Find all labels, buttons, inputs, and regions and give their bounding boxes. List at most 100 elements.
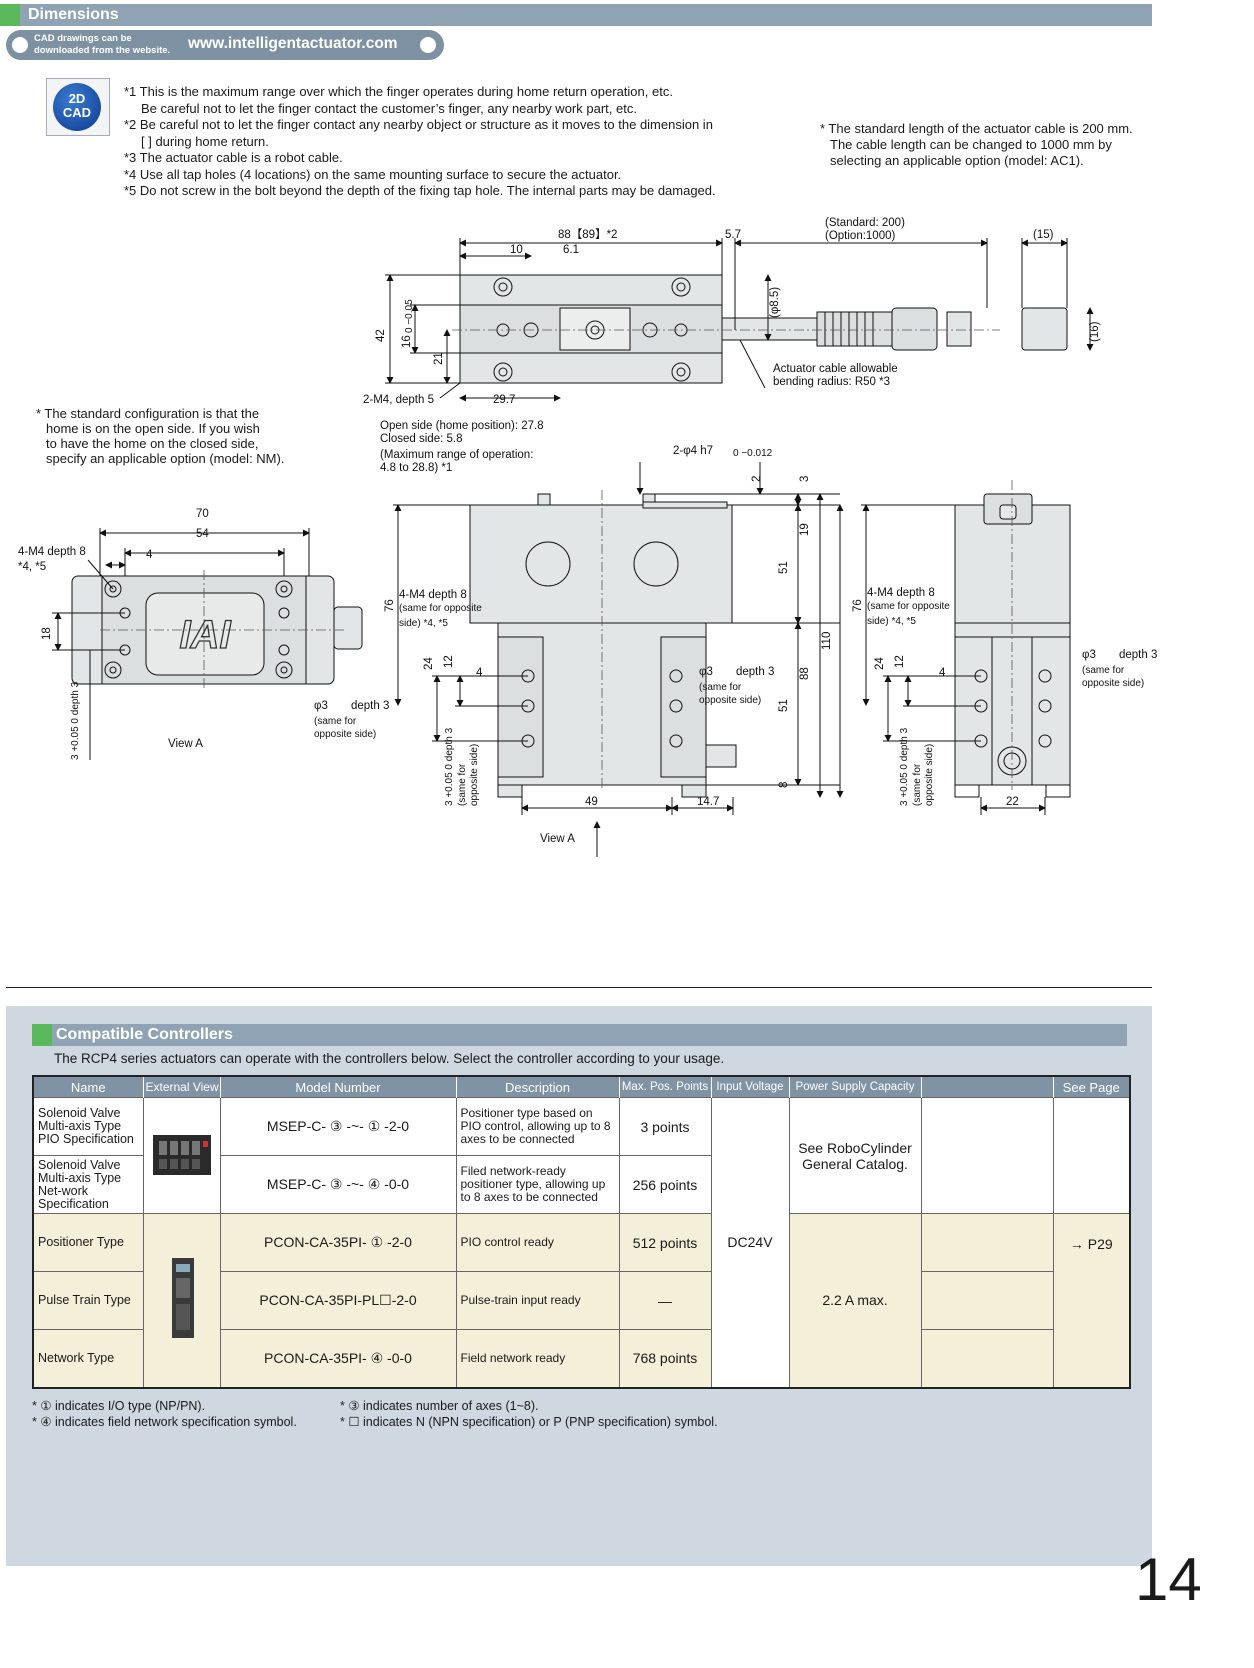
pcon-empty-cell xyxy=(920,1271,1054,1330)
right-hole-3: opposite side) xyxy=(1082,678,1144,689)
tap-2-m4: 2-M4, depth 5 xyxy=(363,394,434,406)
pcon-empty-cell xyxy=(920,1329,1054,1388)
table-row: Pulse Train Type PCON-CA-35PI-PL☐-2-0 Pu… xyxy=(32,1271,1130,1330)
dim-16: 16 xyxy=(401,335,413,348)
open-side: Open side (home position): 27.8 xyxy=(380,420,544,432)
controller-name: Network Type xyxy=(32,1329,144,1388)
right-vdepth: 3 +0.05 0 depth 3 xyxy=(899,727,910,806)
col-max-points: Max. Pos. Points xyxy=(619,1076,712,1098)
pcon-see-page-link[interactable]: → P29 xyxy=(1052,1213,1131,1388)
dim-8: 8 xyxy=(778,782,790,788)
controller-description: Filed network-ready positioner type, all… xyxy=(455,1155,620,1214)
max-points: 512 points xyxy=(618,1213,712,1272)
website-link[interactable]: www.intelligentactuator.com xyxy=(188,35,398,52)
col-model-number: Model Number xyxy=(220,1076,457,1098)
dim-12-right: 12 xyxy=(894,655,906,668)
page-number: 14 xyxy=(1135,1546,1202,1613)
dim-29-7: 29.7 xyxy=(493,394,515,406)
left-hole-2: (same for xyxy=(314,716,357,727)
dim-phi8-5: (φ8.5) xyxy=(769,287,781,318)
model-number: PCON-CA-35PI-PL☐-2-0 xyxy=(219,1271,457,1330)
right-tap-2: (same for opposite xyxy=(867,601,950,612)
front-hole-1: φ3 xyxy=(699,666,713,678)
msep-see-page xyxy=(1052,1097,1131,1214)
front-hole-depth: depth 3 xyxy=(736,666,774,678)
col-see-page: See Page xyxy=(1053,1076,1131,1098)
home-config-note: * The standard configuration is that the… xyxy=(36,406,285,466)
dimensions-title: Dimensions xyxy=(28,6,119,23)
msep-power-supply: See RoboCylinder General Catalog. xyxy=(788,1097,922,1214)
dim-70: 70 xyxy=(196,508,209,520)
front-vsame-1: (same for xyxy=(457,763,468,806)
msep-image xyxy=(142,1097,221,1214)
bullet-icon xyxy=(420,37,436,53)
controller-description: Field network ready xyxy=(455,1329,620,1388)
table-row: Solenoid Valve Multi-axis Type PIO Speci… xyxy=(32,1097,1131,1388)
front-vsame-2: opposite side) xyxy=(469,744,480,806)
max-points: 3 points xyxy=(618,1097,712,1156)
right-vsame-1: (same for xyxy=(912,763,923,806)
controller-description: Pulse-train input ready xyxy=(455,1271,620,1330)
msep-controller-icon xyxy=(152,1135,211,1175)
dim-16-tolerance: 0 −0.05 xyxy=(404,299,415,333)
dim-3: 3 xyxy=(799,476,811,482)
col-input-voltage: Input Voltage xyxy=(711,1076,790,1098)
dim-15: (15) xyxy=(1033,229,1054,241)
col-description: Description xyxy=(456,1076,620,1098)
table-row: Solenoid Valve Multi-axis Type Net-work … xyxy=(32,1155,1130,1214)
dim-4-left: 4 xyxy=(146,549,153,561)
controllers-description: The RCP4 series actuators can operate wi… xyxy=(54,1051,725,1066)
right-hole-2: (same for xyxy=(1082,665,1125,676)
front-hole-3: opposite side) xyxy=(699,695,761,706)
col-power-supply: Power Supply Capacity xyxy=(789,1076,922,1098)
range-1: (Maximum range of operation: xyxy=(380,449,533,461)
dim-5-7: 5.7 xyxy=(725,229,741,241)
closed-side: Closed side: 5.8 xyxy=(380,433,462,445)
footnotes-right: * ③ indicates number of axes (1~8). * ☐ … xyxy=(340,1399,718,1429)
right-hole-depth: depth 3 xyxy=(1119,649,1157,661)
dim-16-cable: (16) xyxy=(1089,321,1101,342)
right-tap-3: side) *4, *5 xyxy=(867,616,916,627)
dim-21: 21 xyxy=(433,352,445,365)
front-tap-1: 4-M4 depth 8 xyxy=(399,589,467,601)
dim-42: 42 xyxy=(375,329,387,342)
controller-name: Solenoid Valve Multi-axis Type PIO Speci… xyxy=(32,1097,144,1156)
dim-4-right: 4 xyxy=(939,667,946,679)
pcon-image xyxy=(142,1213,221,1388)
left-hole-depth: depth 3 xyxy=(351,700,389,712)
iai-logo: IAI xyxy=(179,613,231,657)
pin-tolerance: 0 −0.012 xyxy=(733,448,773,459)
dim-51-upper: 51 xyxy=(778,561,790,574)
section-divider xyxy=(6,987,1152,988)
pcon-empty-cell xyxy=(920,1213,1054,1272)
dim-12-front: 12 xyxy=(443,655,455,668)
table-header-row: Name External View Model Number Descript… xyxy=(33,1076,1131,1098)
dim-14-7: 14.7 xyxy=(697,796,719,808)
model-number: MSEP-C- ③ -~- ④ -0-0 xyxy=(219,1155,457,1214)
pin-phi4: 2-φ4 h7 xyxy=(673,445,713,457)
section-swatch xyxy=(32,1024,52,1046)
dim-6-1: 6.1 xyxy=(563,244,579,256)
model-number: PCON-CA-35PI- ① -2-0 xyxy=(219,1213,457,1272)
range-2: 4.8 to 28.8) *1 xyxy=(380,462,452,474)
dim-19: 19 xyxy=(799,523,811,536)
dimension-notes: *1 This is the maximum range over which … xyxy=(124,84,716,198)
input-voltage: DC24V xyxy=(710,1097,790,1388)
left-tap-1: 4-M4 depth 8 xyxy=(18,546,86,558)
bending-radius-1: Actuator cable allowable xyxy=(773,363,898,375)
dim-2: 2 xyxy=(751,476,763,482)
bullet-icon xyxy=(12,37,28,53)
dim-18: 18 xyxy=(41,627,53,640)
dimensions-section-bar: Dimensions xyxy=(0,4,1152,26)
pcon-controller-icon xyxy=(171,1257,194,1338)
col-name: Name xyxy=(33,1076,144,1098)
dim-10: 10 xyxy=(510,244,523,256)
dim-49: 49 xyxy=(585,796,598,808)
left-hole-1: φ3 xyxy=(314,700,328,712)
right-tap-1: 4-M4 depth 8 xyxy=(867,587,935,599)
dim-24-front: 24 xyxy=(423,657,435,670)
dim-76-right: 76 xyxy=(852,599,864,612)
table-row: Network Type PCON-CA-35PI- ④ -0-0 Field … xyxy=(32,1329,1130,1388)
